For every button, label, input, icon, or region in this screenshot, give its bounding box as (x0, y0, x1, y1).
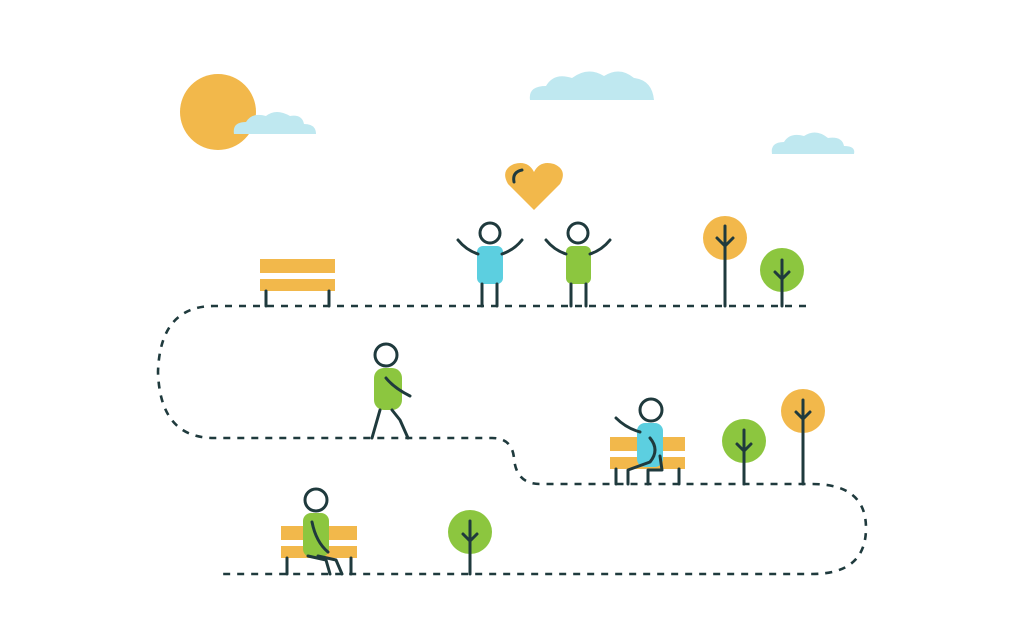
person-icon (544, 221, 612, 308)
person-icon (370, 342, 412, 440)
tree-icon (448, 510, 492, 576)
tree-icon (781, 389, 825, 486)
cloud-icon (233, 112, 316, 134)
tree-icon (760, 248, 804, 308)
person-icon (614, 397, 664, 486)
tree-icon (703, 216, 747, 308)
heart-icon (505, 163, 563, 210)
bench-icon (260, 259, 335, 308)
sun-icon (180, 74, 256, 150)
cloud-icon (771, 132, 855, 154)
tree-icon (722, 419, 766, 486)
person-icon (456, 221, 524, 308)
cloud-icon (529, 71, 654, 100)
person-icon (303, 487, 344, 576)
